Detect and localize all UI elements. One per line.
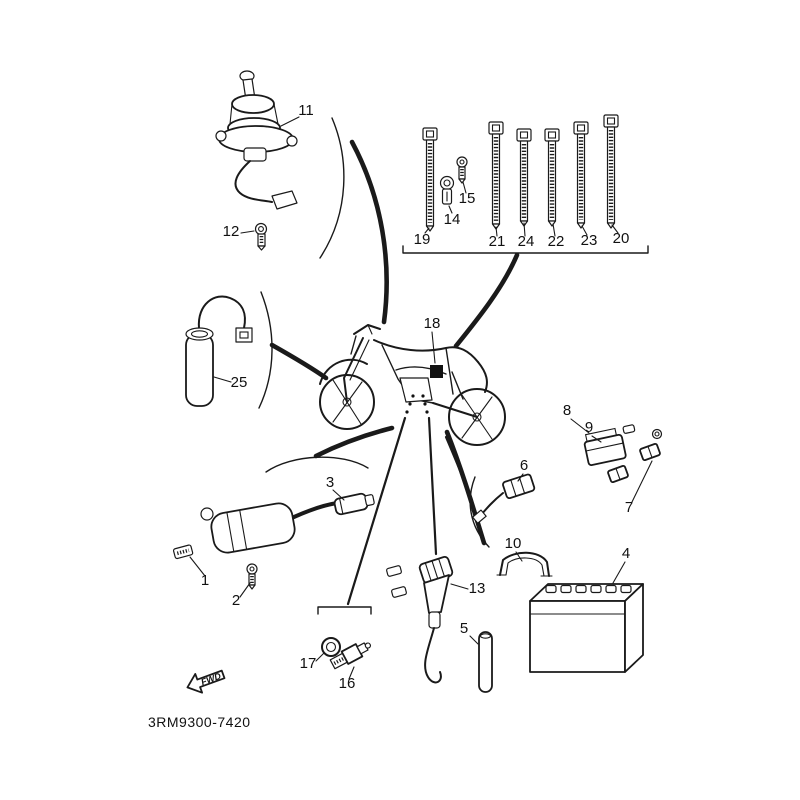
callout-13: 13 <box>469 580 486 597</box>
relay-assembly-8 <box>583 424 636 467</box>
motorcycle-silhouette <box>319 324 506 446</box>
rear-wheel <box>448 388 506 446</box>
fwd-arrow: FWD <box>186 669 226 694</box>
switch-wire <box>234 160 273 203</box>
bracket-lines <box>258 117 649 615</box>
rear-fender <box>477 361 488 393</box>
screw-15-drawing <box>456 156 468 184</box>
location-marker <box>430 365 443 378</box>
grip-tube-drawing <box>185 295 253 407</box>
battery-drawing <box>529 583 644 673</box>
leader-curves <box>269 139 520 606</box>
callout-10: 10 <box>505 535 522 552</box>
callout-20: 20 <box>613 230 630 247</box>
callout-18: 18 <box>424 315 441 332</box>
tank-seat-line <box>373 339 479 363</box>
terminal-bolt-1 <box>172 544 194 560</box>
ignition-main-switch-drawing <box>215 70 298 210</box>
callout-21: 21 <box>489 233 506 250</box>
cap-lead-wire <box>424 627 442 684</box>
bracket-plug <box>317 606 372 615</box>
leader-bike-to-plug <box>346 416 407 606</box>
plug-washer-drawing <box>321 637 341 657</box>
engine <box>399 377 433 403</box>
ht-lead <box>292 501 339 519</box>
bracket-ties <box>402 245 649 254</box>
swingarm <box>432 402 478 418</box>
cable-tie-20-drawing <box>603 114 619 229</box>
coil-lead-cap-3 <box>333 492 375 516</box>
callout-17: 17 <box>300 655 317 672</box>
callout-11: 11 <box>298 102 314 119</box>
cable-tie-21-drawing <box>488 121 504 230</box>
leader-bike-to-cap <box>427 416 438 556</box>
relay-bracket-9 <box>584 427 617 443</box>
curve-bike-to-battery <box>444 429 487 546</box>
callout-14: 14 <box>444 211 461 228</box>
callout-5: 5 <box>460 620 468 637</box>
collar-7a <box>607 464 629 484</box>
curve-ties-to-bike <box>453 252 520 349</box>
callout-19: 19 <box>414 231 431 248</box>
collar-7b <box>639 442 661 462</box>
callout-9: 9 <box>585 419 593 436</box>
cable-tie-24-drawing <box>516 128 532 227</box>
front-fork <box>343 337 364 403</box>
battery-front <box>529 600 626 673</box>
handlebar <box>353 324 381 335</box>
switch-connector <box>271 190 298 210</box>
breather-tube-drawing <box>478 631 493 693</box>
connector-6 <box>502 473 536 500</box>
callout-24: 24 <box>518 233 535 250</box>
spark-plug-drawing <box>329 642 371 670</box>
clamp-14-drawing <box>439 175 455 205</box>
callout-16: 16 <box>339 675 356 692</box>
callout-labels: 1 2 3 4 5 6 7 8 9 10 11 12 13 14 15 16 1… <box>201 102 633 692</box>
callout-1: 1 <box>201 572 209 589</box>
bracket-coil <box>265 456 369 473</box>
callout-15: 15 <box>459 190 476 207</box>
bracket-switch <box>319 117 345 259</box>
callout-3: 3 <box>326 474 334 491</box>
callout-23: 23 <box>581 232 598 249</box>
front-wheel <box>319 374 375 430</box>
relay-group-drawing <box>471 424 663 524</box>
cable-tie-19-drawing <box>422 127 438 232</box>
callout-7: 7 <box>625 499 633 516</box>
grip-connector <box>235 327 253 343</box>
cable-tie-22-drawing <box>544 128 560 227</box>
callout-25: 25 <box>231 374 248 391</box>
ignition-coil-drawing <box>172 492 375 590</box>
bracket-relay <box>469 476 490 548</box>
coil-screw-2 <box>246 563 258 590</box>
bracket-grip <box>258 291 273 409</box>
leader-relay-to-bike <box>444 435 474 502</box>
battery-side <box>624 583 644 673</box>
callout-2: 2 <box>232 592 240 609</box>
switch-screw-drawing <box>254 222 268 251</box>
callout-12: 12 <box>223 223 240 240</box>
callout-6: 6 <box>520 457 528 474</box>
fwd-label: FWD <box>200 671 223 688</box>
curve-grip-to-bike <box>269 342 329 381</box>
plug-cap-drawing <box>386 555 454 684</box>
coil-mount-tab <box>200 507 214 521</box>
front-fender <box>319 358 368 385</box>
curve-coil-to-bike <box>313 425 395 459</box>
battery-band-drawing <box>496 551 553 577</box>
callout-4: 4 <box>622 545 630 562</box>
callout-22: 22 <box>548 233 565 250</box>
callout-8: 8 <box>563 402 571 419</box>
grip-cable <box>197 295 246 329</box>
diagram-code: 3RM9300-7420 <box>148 714 251 730</box>
cable-tie-23-drawing <box>573 121 589 229</box>
curve-switch-to-bike <box>349 139 389 325</box>
callout-leaders <box>189 116 653 680</box>
